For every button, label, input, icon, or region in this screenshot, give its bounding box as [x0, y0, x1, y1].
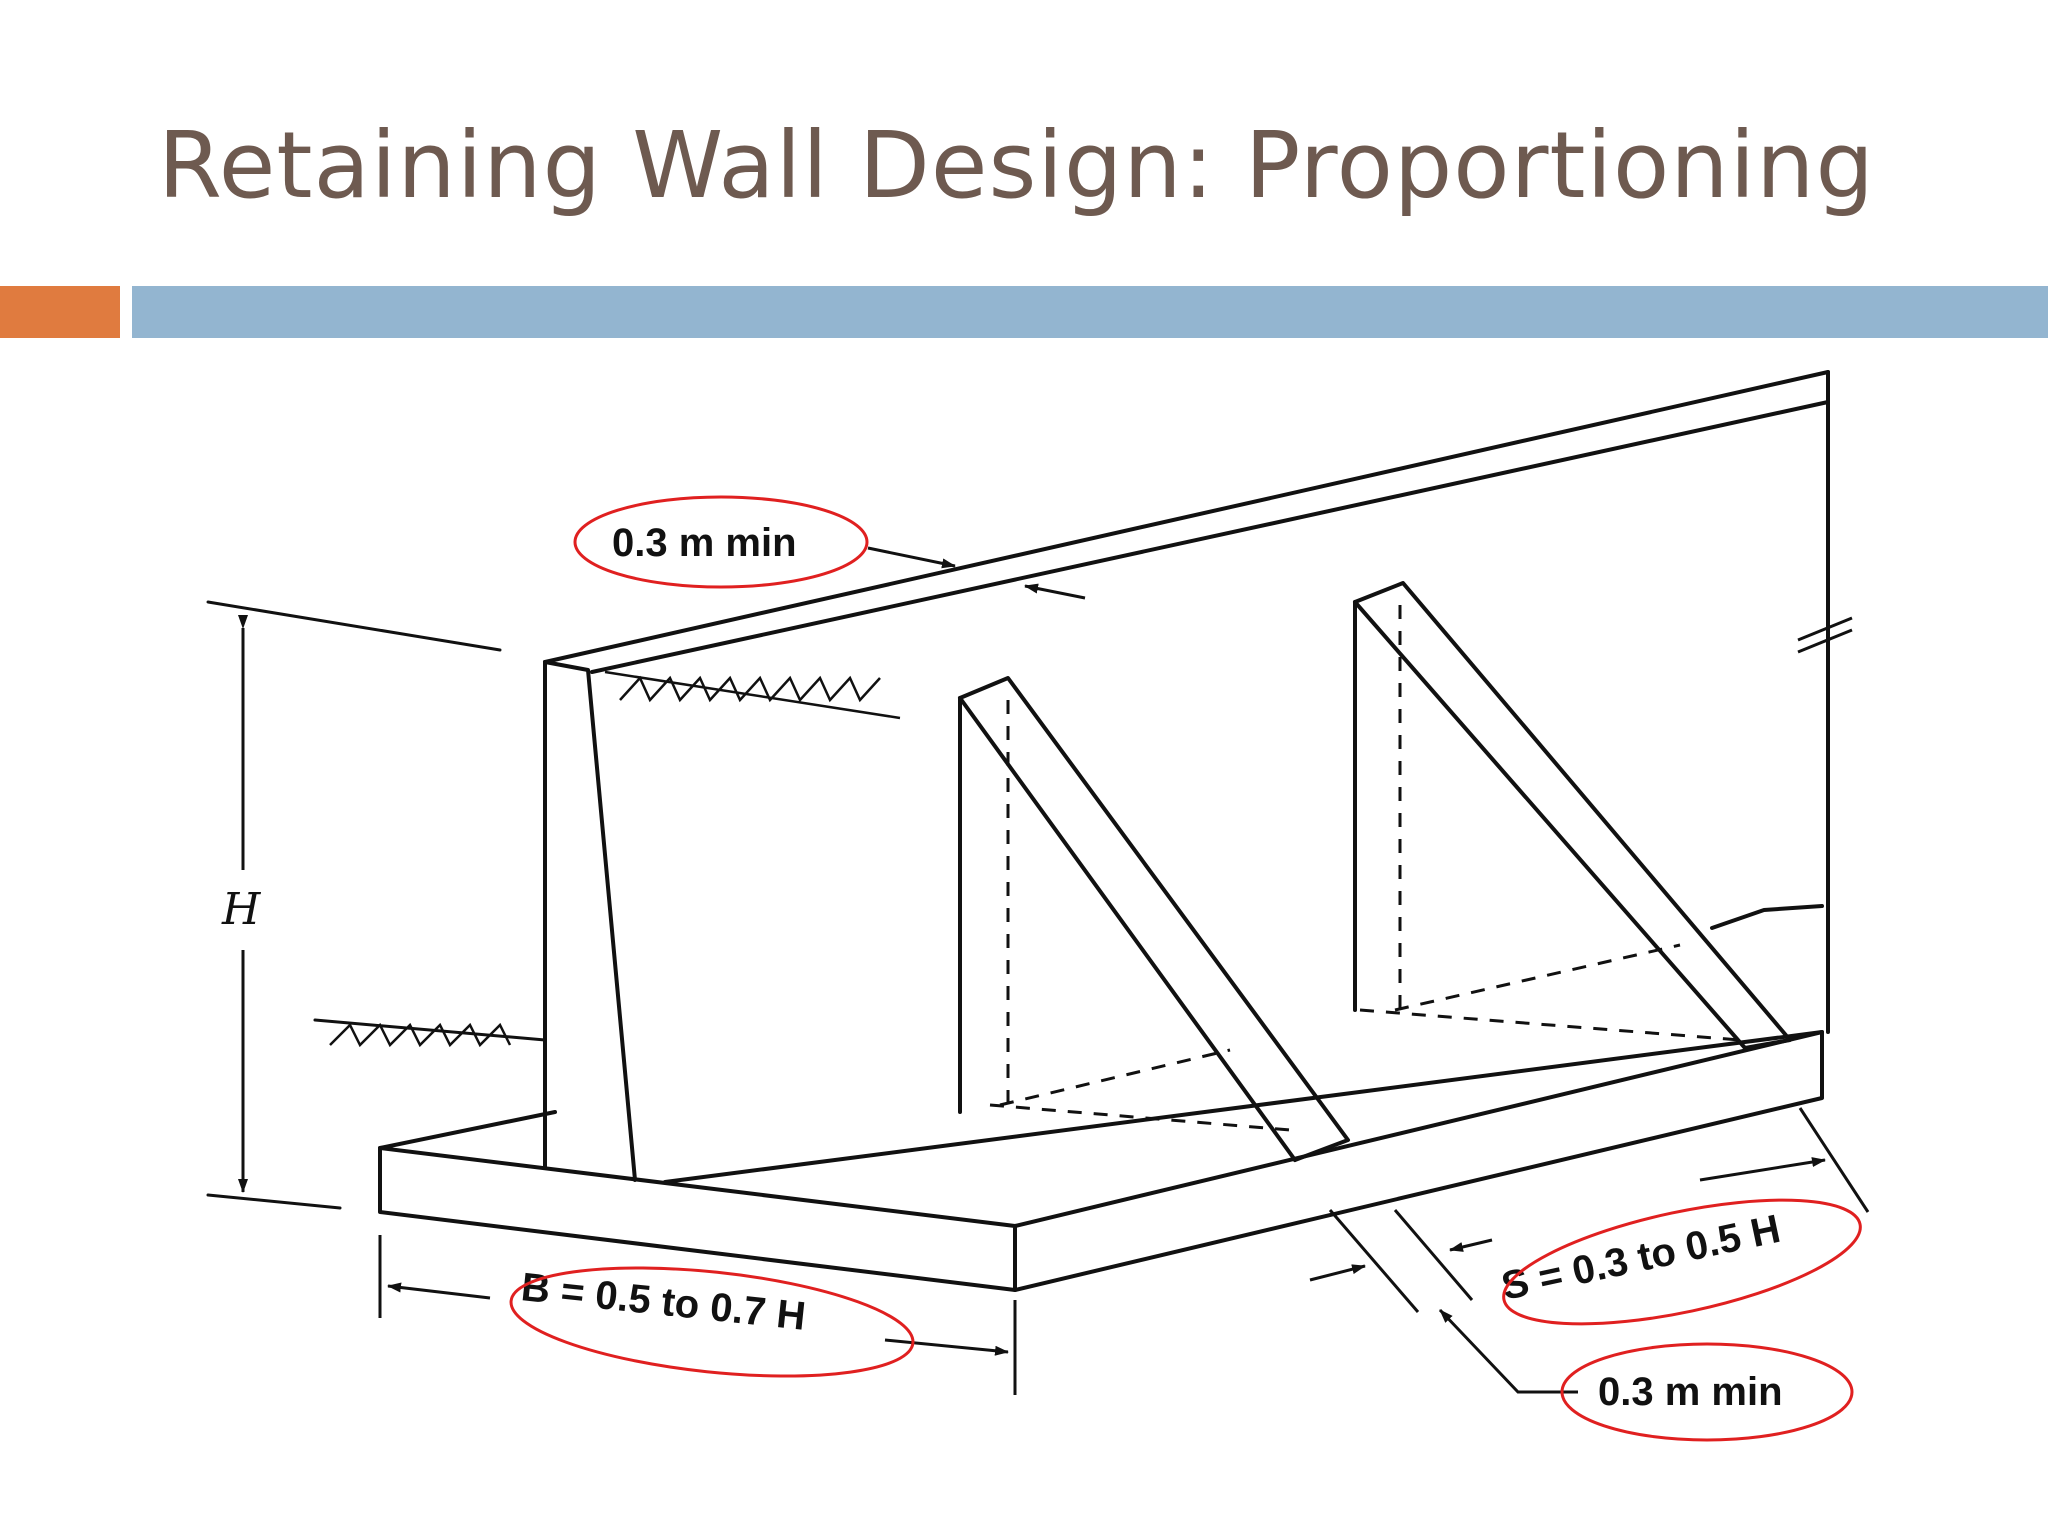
base-slab [378, 1030, 1824, 1292]
hidden-lines [989, 605, 1741, 1132]
counterfort-front [958, 676, 1350, 1162]
base-width-dimension [378, 1235, 1017, 1395]
counterfort-thickness-label: 0.3 m min [1598, 1370, 1783, 1414]
base-width-label: B = 0.5 to 0.7 H [519, 1265, 808, 1339]
title-accent-bar-orange [0, 286, 120, 338]
base-width-highlight [509, 1266, 915, 1378]
slide-title: Retaining Wall Design: Proportioning [158, 112, 1875, 219]
stem-thickness-label: 0.3 m min [612, 521, 797, 565]
spacing-highlight [1502, 1198, 1862, 1326]
break-mark [1797, 616, 1853, 654]
counterfort-thickness-highlight [1560, 1342, 1854, 1442]
stem-thickness-arrows [867, 546, 1086, 600]
stem-thickness-highlight [573, 495, 869, 589]
height-label: H [221, 884, 262, 935]
spacing-dimension [1309, 1107, 1870, 1394]
title-accent-bar-blue [132, 286, 2048, 338]
stem-wall [543, 370, 1830, 1182]
counterfort-rear [1353, 581, 1792, 1050]
highlight-ellipses [509, 495, 1862, 1442]
soil-hatching [329, 670, 901, 1048]
